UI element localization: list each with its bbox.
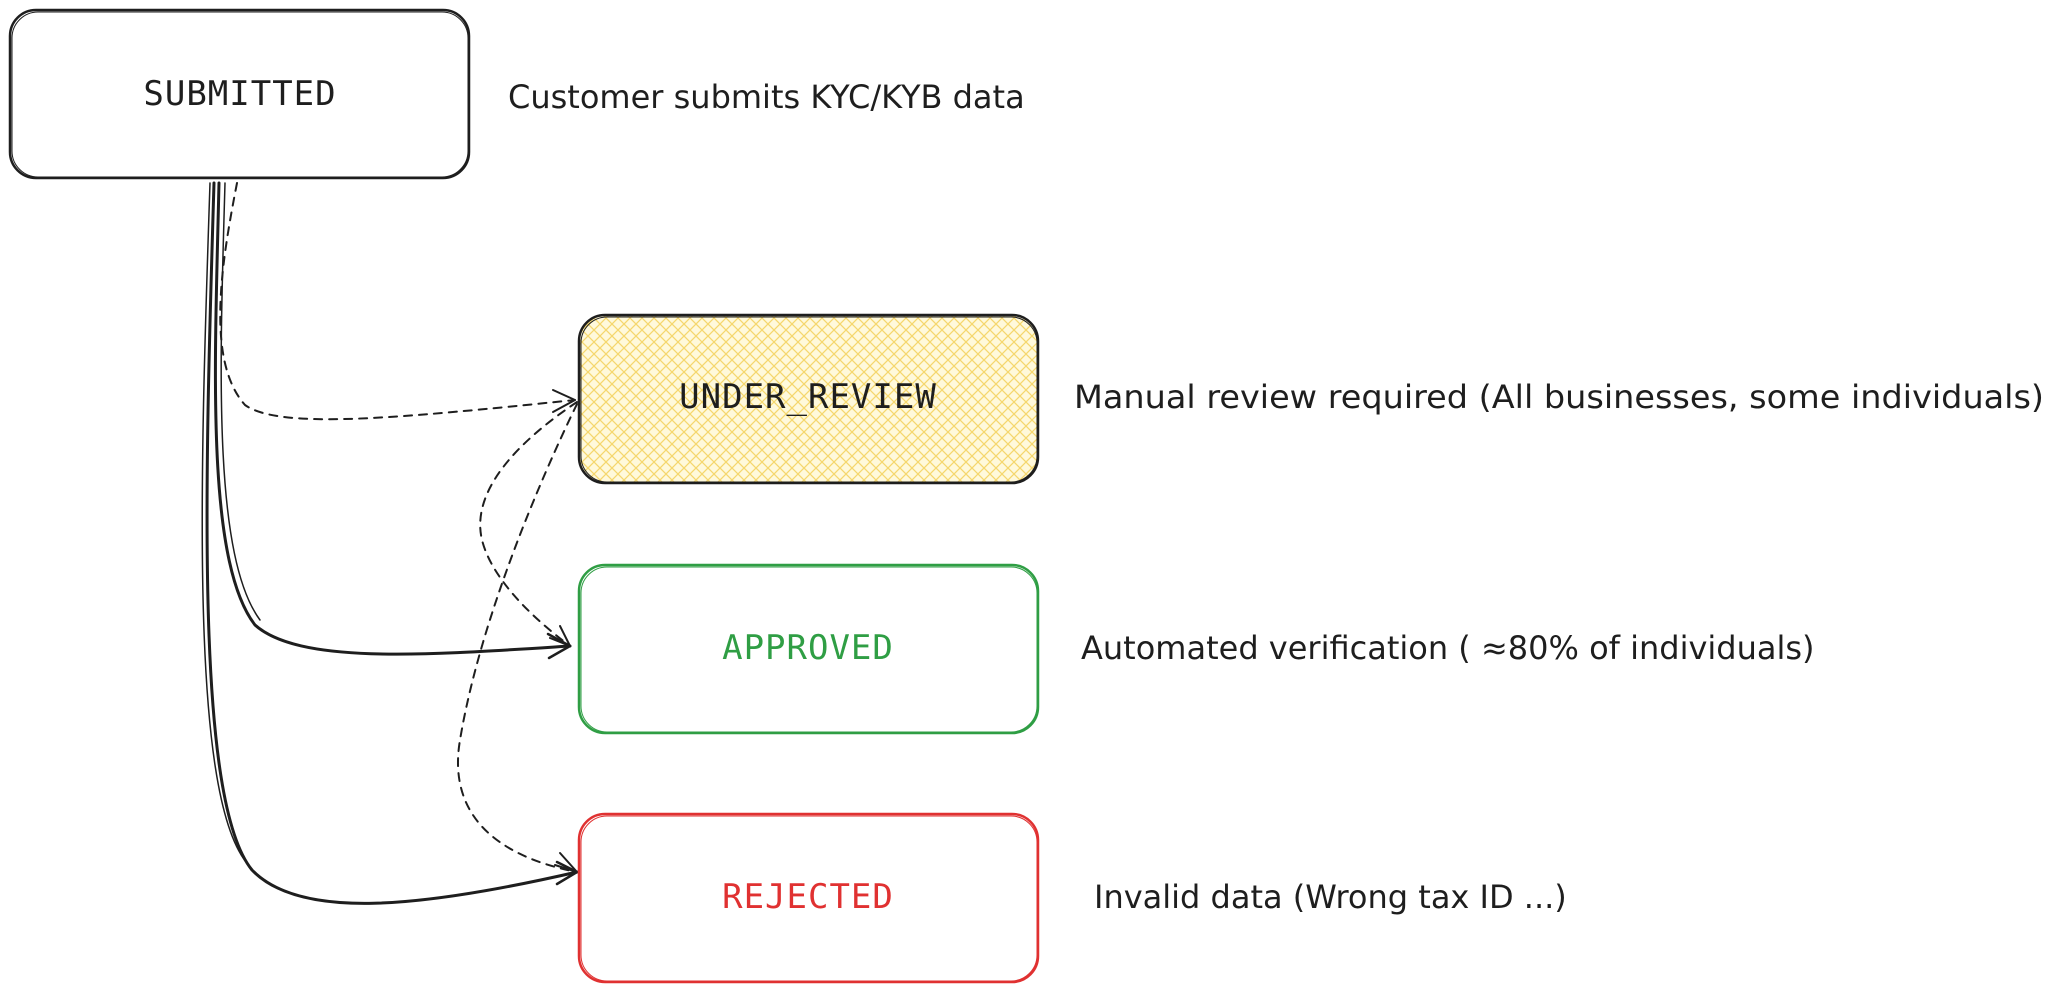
node-approved-label: APPROVED xyxy=(722,628,894,668)
node-rejected-label: REJECTED xyxy=(722,877,894,917)
note-rejected: Invalid data (Wrong tax ID ...) xyxy=(1094,878,1567,916)
note-under-review: Manual review required (All businesses, … xyxy=(1074,378,2044,416)
note-approved: Automated verification ( ≈80% of individ… xyxy=(1081,629,1815,667)
node-rejected[interactable]: REJECTED xyxy=(577,812,1040,984)
node-submitted-label: SUBMITTED xyxy=(143,74,336,114)
node-under-review-label: UNDER_REVIEW xyxy=(679,377,937,417)
edge-submitted-to-rejected xyxy=(201,181,579,905)
edge-under-review-to-approved xyxy=(479,401,578,647)
note-submitted: Customer submits KYC/KYB data xyxy=(508,78,1025,116)
edge-under-review-to-rejected xyxy=(457,403,578,873)
edge-submitted-to-under-review xyxy=(219,182,576,421)
edge-submitted-to-approved xyxy=(213,181,572,660)
node-approved[interactable]: APPROVED xyxy=(577,563,1040,735)
edges xyxy=(201,181,579,905)
node-submitted[interactable]: SUBMITTED xyxy=(8,8,471,180)
node-under-review[interactable]: UNDER_REVIEW xyxy=(577,313,1040,485)
